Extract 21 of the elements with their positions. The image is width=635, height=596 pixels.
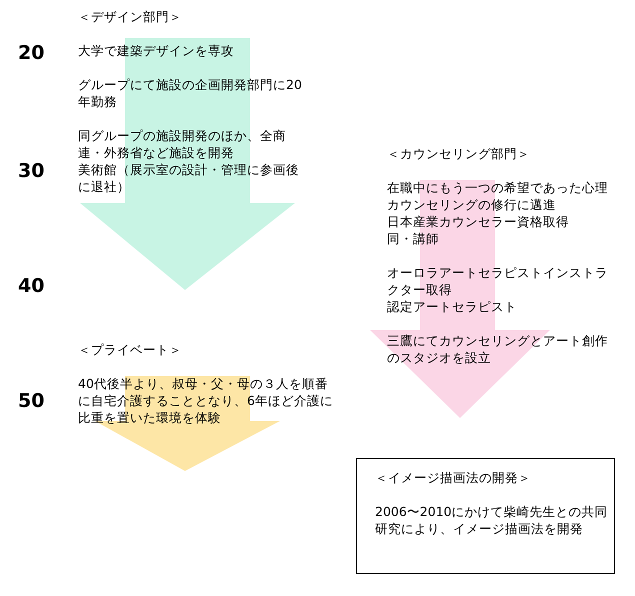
career-text: 三鷹にてカウンセリングとアート創作のスタジオを設立	[387, 332, 609, 366]
career-text: 美術館（展示室の設計・管理に参画後に退社）	[78, 161, 300, 195]
note-box	[356, 458, 615, 574]
career-text: 大学で建築デザインを専攻	[78, 42, 235, 59]
career-text: 在職中にもう一つの希望であった心理カウンセリングの修行に邁進	[387, 179, 609, 213]
age-label: 40	[18, 275, 44, 297]
career-text: 2006〜2010にかけて柴崎先生との共同研究により、イメージ描画法を開発	[375, 503, 609, 537]
career-text: オーロラアートセラピストインストラクター取得	[387, 264, 609, 298]
age-label: 20	[18, 42, 44, 64]
career-text: 日本産業カウンセラー資格取得	[387, 213, 570, 230]
career-text: グループにて施設の企画開発部門に20年勤務	[78, 76, 303, 110]
career-text: 認定アートセラピスト	[387, 298, 518, 315]
career-text: 同グループの施設開発のほか、全商連・外務省など施設を開発	[78, 127, 287, 161]
age-label: 50	[18, 390, 44, 412]
age-label: 30	[18, 160, 44, 182]
career-text: 同・講師	[387, 230, 440, 247]
section-heading: ＜イメージ描画法の開発＞	[375, 469, 532, 486]
career-text: 40代後半より、叔母・父・母の３人を順番に自宅介護することとなり、6年ほど介護に比重を置いた環境を体験	[78, 375, 334, 426]
section-heading: ＜カウンセリング部門＞	[387, 145, 531, 162]
section-heading: ＜デザイン部門＞	[78, 8, 183, 25]
section-heading: ＜プライベート＞	[78, 341, 183, 358]
